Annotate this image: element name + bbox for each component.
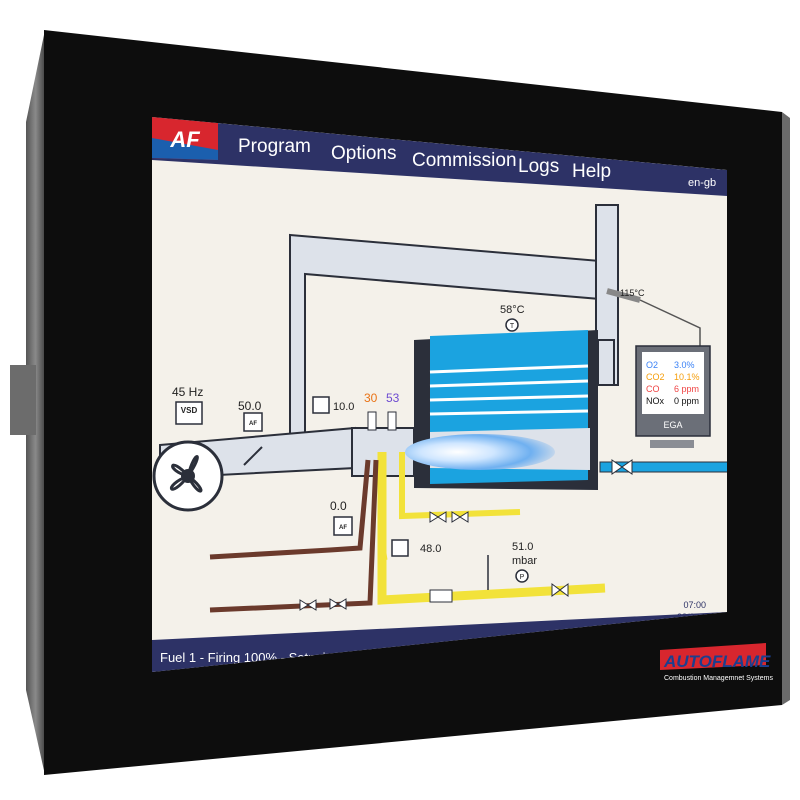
pressure-gauge-symbol: P [520,574,525,581]
flue-stub [597,339,615,386]
menu-help[interactable]: Help [572,161,611,182]
menu-bar [152,117,727,196]
gas-pressure-switch-icon[interactable] [391,539,409,557]
menu-commission[interactable]: Commission [412,150,517,171]
gas-valve-icon[interactable] [429,511,469,523]
sensor-a-icon [367,411,377,431]
fuel-valve-value: 0.0 [330,499,347,513]
pressure-gauge-icon[interactable] [515,569,529,583]
flame [405,434,555,470]
oil-valve-icon[interactable] [299,598,347,611]
boiler-temp: 58°C [500,304,525,316]
temp-sensor-symbol: T [510,323,515,330]
vsd-frequency: 45 Hz [172,385,203,399]
gas-train-valves[interactable] [429,583,569,603]
sensor-b-icon [387,411,397,431]
air-damper-actuator[interactable] [243,412,263,432]
air-damper-value: 50.0 [238,399,262,413]
air-pressure-switch-icon[interactable] [312,396,330,414]
air-pressure-value: 10.0 [333,401,354,413]
burner-temp-b: 53 [386,391,400,405]
ega-value-nox: 0 ppm [674,396,699,406]
bezel-edge [782,112,790,705]
ega-value-co2: 10.1% [674,372,700,382]
air-damper-blade [243,446,263,466]
water-outlet-pipe [599,461,727,473]
ega-title: EGA [663,420,682,430]
probe-cable [639,299,701,346]
air-actuator-logo: AF [249,421,257,427]
fuel-valve-actuator[interactable] [333,516,353,536]
gas-pipes [377,452,606,605]
ega-label-co: CO [646,384,660,394]
fan-icon[interactable] [152,440,224,512]
boiler[interactable] [405,330,598,490]
ega-unit[interactable] [635,345,711,448]
fuel-actuator-logo: AF [339,525,347,531]
gas-pressure-value: 51.0 [512,541,533,553]
din-bracket [10,365,36,435]
temp-sensor-icon[interactable] [505,318,519,332]
gas-pressure-unit: mbar [512,555,537,567]
brand-tagline: Combustion Managemnet Systems [664,675,773,682]
af-logo-text: AF [169,127,200,152]
menu-logs[interactable]: Logs [518,156,559,177]
ega-label-nox: NOx [646,396,665,406]
flue-probe [606,288,641,303]
brand-name: AUTOFLAME [663,652,771,671]
flue-temp: 115°C [620,288,645,298]
autoflame-logo: AUTOFLAME Combustion Managemnet Systems [660,643,773,682]
ega-label-o2: O2 [646,360,658,370]
status-bar [152,612,727,672]
ega-value-o2: 3.0% [674,360,695,370]
gas-pressure-switch-value: 48.0 [420,543,441,555]
water-valve-icon[interactable] [611,459,633,475]
menu-options[interactable]: Options [331,143,396,164]
clock-time: 07:00 [683,600,706,610]
ega-label-co2: CO2 [646,372,665,382]
vsd-box[interactable] [175,401,203,425]
burner-temp-a: 30 [364,391,378,405]
oil-pipes [209,459,379,613]
af-logo[interactable]: AF [152,117,218,160]
locale-selector[interactable]: en-gb [688,177,716,189]
ega-value-co: 6 ppm [674,384,699,394]
menu-program[interactable]: Program [238,136,311,157]
vsd-label: VSD [181,406,198,415]
